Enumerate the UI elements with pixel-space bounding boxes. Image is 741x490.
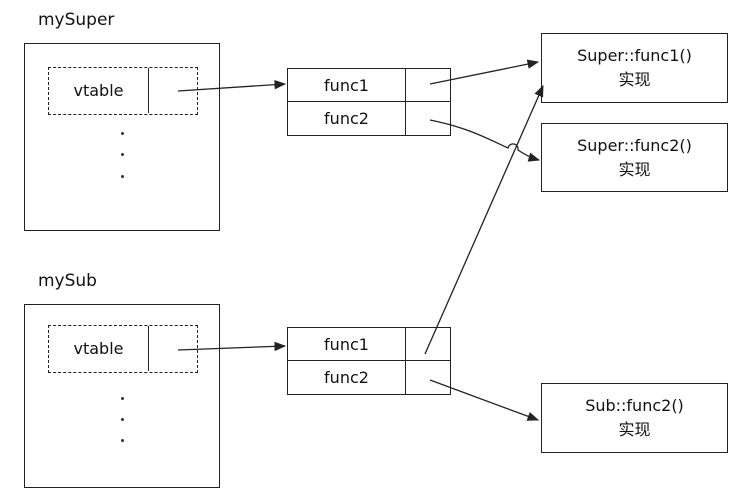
sub-func2-signature: Sub::func2() [585, 396, 684, 415]
sub-func2-impl: Sub::func2() 实现 [541, 383, 728, 453]
sub-func1-arrow [424, 84, 544, 355]
super-vtable-func1-ptr [406, 69, 450, 102]
mysub-label: mySub [38, 271, 97, 291]
super-vtable-func1: func1 [288, 69, 406, 102]
super-vtable-func2: func2 [288, 102, 406, 135]
sub-func2-arrow [429, 379, 540, 421]
mysub-vtable-label: vtable [49, 326, 149, 371]
super-func2-impl: Super::func2() 实现 [541, 123, 728, 192]
mysuper-ellipsis-dot [121, 132, 124, 135]
mysub-ellipsis-dot [121, 418, 124, 421]
super-func2-caption: 实现 [618, 159, 651, 179]
mysub-ellipsis-dot [121, 439, 124, 442]
super-func1-caption: 实现 [618, 70, 651, 89]
mysub-ellipsis-dot [121, 397, 124, 400]
super-func2-signature: Super::func2() [577, 135, 692, 155]
sub-vtable: func1 func2 [287, 327, 451, 395]
sub-vtable-func2: func2 [288, 361, 406, 394]
sub-vtable-func1-ptr [406, 328, 450, 361]
mysuper-label: mySuper [38, 10, 115, 30]
mysuper-ellipsis-dot [121, 153, 124, 156]
sub-vtable-func1: func1 [288, 328, 406, 361]
super-func1-signature: Super::func1() [577, 46, 692, 65]
sub-func2-caption: 实现 [618, 420, 651, 439]
super-func1-impl: Super::func1() 实现 [541, 33, 728, 103]
mysuper-ellipsis-dot [121, 175, 124, 178]
mysuper-vtable-pointer: vtable [48, 67, 198, 115]
mysub-vtable-arrow [177, 341, 287, 352]
mysuper-vtable-label: vtable [49, 68, 149, 113]
super-func1-arrow [429, 59, 540, 85]
super-vtable: func1 func2 [287, 68, 451, 136]
super-func2-arrow [429, 119, 541, 162]
mysuper-vtable-arrow [177, 80, 287, 92]
mysuper-object: vtable [24, 43, 220, 231]
